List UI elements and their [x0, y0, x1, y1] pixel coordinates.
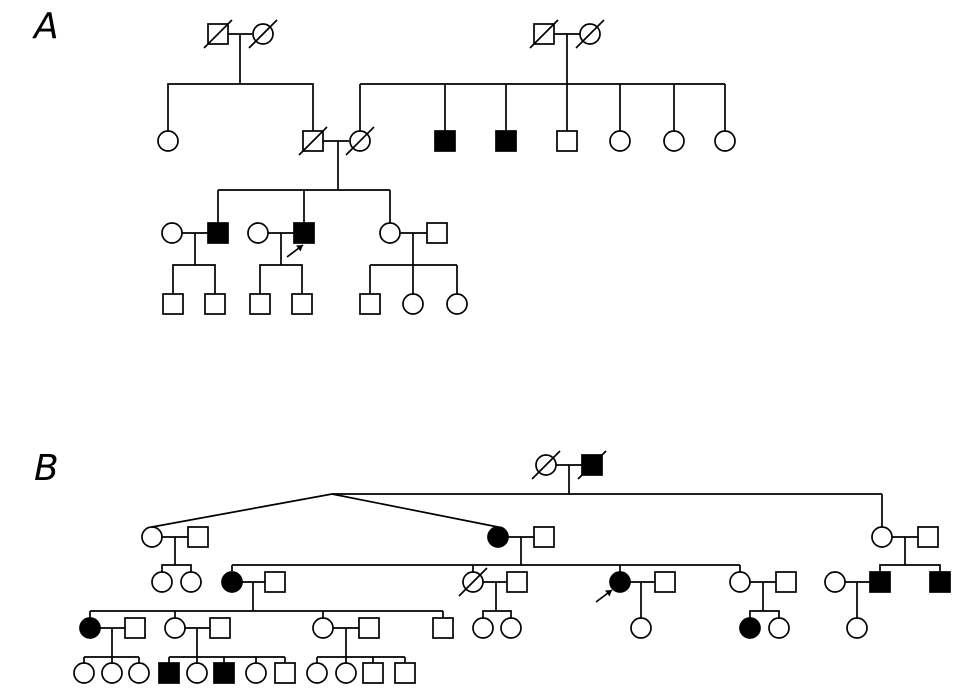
- individual-symbols: [73, 19, 951, 684]
- male-symbol: [775, 571, 797, 593]
- affected-female-symbol: [79, 617, 101, 639]
- female-symbol: [824, 571, 846, 593]
- female-symbol: [141, 526, 163, 548]
- male-symbol: [432, 617, 454, 639]
- female-symbol: [500, 617, 522, 639]
- female-symbol: [335, 662, 357, 684]
- deceased-slash: [298, 126, 328, 156]
- affected-male-symbol: [158, 662, 180, 684]
- twin-lines: [151, 493, 499, 528]
- sibship-line: [259, 264, 303, 294]
- female-symbol: [663, 130, 685, 152]
- affected-male-symbol: [293, 222, 315, 244]
- male-symbol: [654, 571, 676, 593]
- deceased-slash: [575, 19, 605, 49]
- affected-male-symbol: [869, 571, 891, 593]
- female-symbol: [164, 617, 186, 639]
- female-symbol: [157, 130, 179, 152]
- female-symbol: [312, 617, 334, 639]
- panel-label-b: B: [34, 448, 59, 489]
- deceased-slash: [248, 19, 278, 49]
- male-symbol: [249, 293, 271, 315]
- sibship-line: [167, 83, 314, 131]
- male-symbol: [394, 662, 416, 684]
- female-symbol: [306, 662, 328, 684]
- female-symbol: [245, 662, 267, 684]
- male-symbol: [533, 526, 555, 548]
- female-symbol: [73, 662, 95, 684]
- female-symbol: [609, 130, 631, 152]
- male-symbol: [506, 571, 528, 593]
- affected-male-symbol: [495, 130, 517, 152]
- proband-arrowhead: [296, 245, 303, 252]
- female-symbol: [472, 617, 494, 639]
- female-symbol: [729, 571, 751, 593]
- male-symbol: [204, 293, 226, 315]
- female-symbol: [128, 662, 150, 684]
- affected-male-symbol: [929, 571, 951, 593]
- female-symbol: [247, 222, 269, 244]
- female-symbol: [846, 617, 868, 639]
- male-symbol: [917, 526, 939, 548]
- male-symbol: [124, 617, 146, 639]
- affected-male-symbol: [213, 662, 235, 684]
- deceased-slash: [203, 19, 233, 49]
- male-symbol: [359, 293, 381, 315]
- female-symbol: [180, 571, 202, 593]
- female-symbol: [151, 571, 173, 593]
- affected-female-symbol: [487, 526, 509, 548]
- male-symbol: [187, 526, 209, 548]
- affected-male-symbol: [434, 130, 456, 152]
- proband-arrowhead: [605, 590, 612, 597]
- female-symbol: [871, 526, 893, 548]
- female-symbol: [186, 662, 208, 684]
- male-symbol: [209, 617, 231, 639]
- female-symbol: [630, 617, 652, 639]
- male-symbol: [264, 571, 286, 593]
- female-symbol: [379, 222, 401, 244]
- male-symbol: [556, 130, 578, 152]
- sibship-line: [749, 610, 780, 618]
- deceased-slash: [345, 126, 375, 156]
- male-symbol: [274, 662, 296, 684]
- affected-male-symbol: [207, 222, 229, 244]
- sibship-line: [161, 564, 192, 572]
- panel-label-a: A: [32, 6, 59, 47]
- male-symbol: [362, 662, 384, 684]
- deceased-slash: [531, 450, 561, 480]
- relationship-lines: [83, 33, 941, 663]
- deceased-slash: [577, 450, 607, 480]
- female-symbol: [446, 293, 468, 315]
- deceased-slash: [458, 567, 488, 597]
- affected-female-symbol: [221, 571, 243, 593]
- female-symbol: [402, 293, 424, 315]
- affected-female-symbol: [739, 617, 761, 639]
- female-symbol: [101, 662, 123, 684]
- female-symbol: [161, 222, 183, 244]
- male-symbol: [426, 222, 448, 244]
- male-symbol: [162, 293, 184, 315]
- deceased-slash: [529, 19, 559, 49]
- male-symbol: [358, 617, 380, 639]
- female-symbol: [768, 617, 790, 639]
- female-symbol: [714, 130, 736, 152]
- sibship-line: [879, 564, 941, 572]
- affected-female-symbol: [609, 571, 631, 593]
- sibship-line: [482, 610, 512, 618]
- male-symbol: [291, 293, 313, 315]
- sibship-line: [172, 264, 216, 294]
